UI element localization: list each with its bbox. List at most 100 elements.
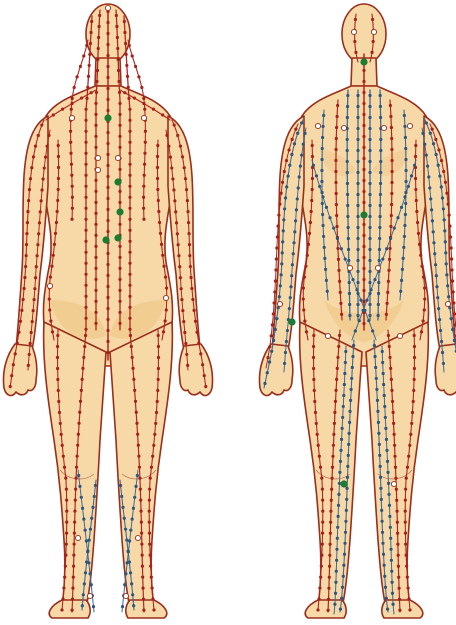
left-flank-line-point: [57, 188, 60, 191]
right-flank-line-point: [158, 221, 161, 224]
left-leg-mid-blue-line-point: [336, 537, 339, 540]
left-arm-lung-line-point: [284, 196, 287, 199]
left-leg-inner-blue-line-point: [82, 593, 85, 596]
left-shoulder-line-point: [52, 113, 55, 116]
bladder-outer-right-line-point: [128, 273, 131, 276]
right-flank-line-point: [157, 199, 160, 202]
right-leg-outer-line-point: [150, 466, 153, 469]
right-leg-outer-front-line-point: [413, 367, 416, 370]
right-arm-heart-line-point: [440, 340, 443, 343]
governing-vessel-line-point: [106, 98, 109, 101]
left-arm-heart-line-point: [298, 175, 301, 178]
kidney-left-line-point: [356, 226, 359, 229]
right-leg-outer-front-line-point: [413, 378, 416, 381]
left-shoulder-line-point: [80, 96, 83, 99]
left-leg-mid-blue-line-point: [341, 427, 344, 430]
back-view-figure: [3, 4, 212, 618]
left-arm-outer-line-point: [12, 363, 15, 366]
liver-right-line-point: [403, 224, 406, 227]
kidney-left-line-point: [356, 314, 359, 317]
right-arm-heart-line-point: [432, 230, 435, 233]
left-leg-back-line-point: [72, 576, 75, 579]
left-arm-outer-red-line-point: [294, 127, 297, 130]
right-arm-inner-line-point: [167, 145, 170, 148]
back-key-point-green: [104, 114, 111, 121]
left-arm-lung-line-point: [280, 262, 283, 265]
bladder-inner-right-line-point: [118, 146, 121, 149]
liver-right-line-point: [399, 290, 402, 293]
left-leg-outer-front-line-point: [320, 553, 323, 556]
left-arm-lung-line-point: [281, 251, 284, 254]
bladder-inner-left-line-point: [98, 14, 101, 17]
left-leg-outer-line-point: [65, 499, 68, 502]
kidney-left-line-point: [356, 193, 359, 196]
left-leg-mid-blue-line-point: [337, 493, 340, 496]
governing-vessel-line-point: [106, 219, 109, 222]
right-leg-outer-line-point: [151, 455, 154, 458]
right-leg-back-line-point: [136, 433, 139, 436]
right-leg-mid-blue-line-point: [388, 504, 391, 507]
right-arm-outer-line-point: [191, 298, 194, 301]
left-leg-inner-blue-front-line-point: [343, 542, 346, 545]
stomach-right-line-point: [378, 259, 381, 262]
left-leg-outer-front-line-point: [321, 499, 324, 502]
spleen-right-line-point: [389, 225, 392, 228]
left-arm-inner-line-point: [40, 188, 43, 191]
left-calf-blue-line-point: [85, 539, 88, 542]
right-leg-stomach-line-point: [394, 477, 397, 480]
cross-right-line-point: [407, 185, 410, 188]
liver-right-line-point: [403, 114, 406, 117]
cross-left-line-point: [328, 216, 331, 219]
left-scapula-line-point: [69, 130, 72, 133]
left-arm-inner-line-point: [41, 177, 44, 180]
kidney-left-line-point: [356, 303, 359, 306]
right-leg-inner-blue-front-line-point: [376, 410, 379, 413]
bladder-inner-left-line-point: [97, 47, 100, 50]
left-arm-outer-red-line-point: [276, 224, 279, 227]
liver-right-line-point: [404, 158, 407, 161]
spleen-left-line-point: [335, 214, 338, 217]
cross-left-line-point: [355, 288, 358, 291]
left-leg-outer-front-line-point: [315, 422, 318, 425]
right-leg-outer-line-point: [157, 378, 160, 381]
left-scapula-line-point: [69, 141, 72, 144]
left-arm-lung-line-point: [290, 153, 293, 156]
right-flank-line-point: [159, 232, 162, 235]
cross-left-line-point: [336, 237, 339, 240]
kidney-right-line-point: [368, 149, 371, 152]
right-leg-mid-blue-line-point: [385, 449, 388, 452]
right-leg-outer-front-line-point: [406, 466, 409, 469]
conception-vessel-line-point: [362, 179, 365, 182]
spleen-right-line-point: [390, 203, 393, 206]
spleen-right-line-point: [390, 181, 393, 184]
right-scapula-line-point: [142, 207, 145, 210]
right-arm-outer-red-line-point: [449, 235, 452, 238]
left-leg-inner-blue-front-line-point: [347, 443, 350, 446]
right-arm-inner-line-point: [174, 210, 177, 213]
right-flank-front-line-point: [422, 319, 425, 322]
left-arm-outer-line-point: [26, 210, 29, 213]
front-key-point-white: [351, 29, 356, 34]
cross-right-line-point: [381, 257, 384, 260]
right-scapula-line-point: [142, 218, 145, 221]
right-arm-heart-line-point: [430, 208, 433, 211]
left-flank-line-point: [50, 265, 53, 268]
right-arm-lung-line-point: [442, 207, 445, 210]
right-leg-inner-blue-front-line-point: [379, 476, 382, 479]
left-shoulder-line-point: [90, 91, 93, 94]
stomach-left-line-point: [346, 149, 349, 152]
back-key-point-white: [95, 167, 100, 172]
liver-right-line-point: [404, 136, 407, 139]
right-arm-inner-line-point: [183, 331, 186, 334]
right-leg-outer-front-line-point: [404, 488, 407, 491]
right-arm-heart-line-point: [425, 154, 428, 157]
bladder-inner-left-line-point: [94, 146, 97, 149]
right-flank-front-line-point: [420, 265, 423, 268]
front-key-point-white: [397, 333, 402, 338]
right-leg-stomach-line-point: [387, 334, 390, 337]
left-leg-mid-blue-line-point: [335, 548, 338, 551]
left-flank-line-point: [57, 155, 60, 158]
right-flank-front-line-point: [416, 221, 419, 224]
right-leg-inner-blue-line-point: [120, 495, 123, 498]
right-leg-outer-front-line-point: [406, 575, 409, 578]
